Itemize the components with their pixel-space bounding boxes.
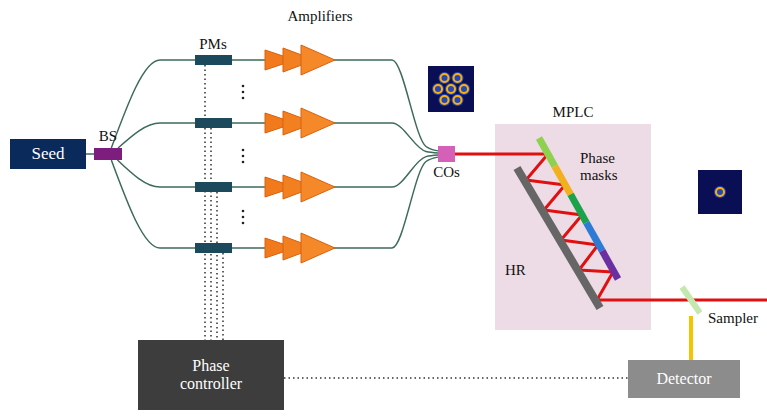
mplc-box: MPLC (495, 124, 651, 330)
dot (242, 91, 245, 94)
beam-spot (439, 72, 451, 84)
node-label: Seed (31, 144, 64, 164)
control-line (210, 128, 211, 340)
phase-mask (555, 166, 571, 194)
dot (242, 149, 245, 152)
node-label: Detector (656, 370, 711, 388)
beam-spot (452, 72, 464, 84)
beam-spot (432, 83, 444, 95)
amplifier-chain (265, 45, 335, 75)
connector (111, 60, 438, 151)
part-label: Phase masks (580, 150, 632, 185)
phase-modulator (195, 243, 232, 253)
phase-mask (571, 194, 587, 222)
beam-spot (439, 94, 451, 106)
node-label: Sampler (708, 310, 758, 327)
beam-spot (458, 83, 470, 95)
phase-mask (539, 138, 555, 166)
dot (242, 161, 245, 164)
dot (242, 210, 245, 213)
connector (86, 153, 94, 155)
group-label: Amplifiers (288, 8, 353, 25)
amplifier-chain (265, 233, 335, 263)
controller-box: Phase controller (138, 340, 284, 410)
mode-image (428, 66, 474, 112)
node-label: BS (99, 128, 117, 145)
phase-mask (602, 251, 618, 279)
output-beam (650, 299, 767, 302)
connector (284, 377, 628, 378)
connector (111, 157, 438, 248)
node-label: MPLC (553, 104, 594, 121)
dot (242, 222, 245, 225)
sampler-plate (682, 287, 700, 313)
amplifier-chain (265, 108, 335, 138)
phase-modulator (195, 182, 232, 192)
dot (242, 85, 245, 88)
beam-spot (714, 186, 726, 198)
part-label: HR (505, 262, 526, 279)
hr-mirror (517, 168, 600, 308)
collimator-optics: COs (438, 146, 455, 162)
node-label: COs (433, 164, 460, 181)
group-label: PMs (199, 36, 227, 53)
phase-modulator (195, 118, 232, 128)
sampler-illustration (680, 284, 702, 316)
mplc-illustration (495, 124, 651, 330)
sampler: Sampler (680, 284, 702, 316)
amplifier-chain (265, 172, 335, 202)
beam-spot (452, 94, 464, 106)
control-line (222, 253, 223, 340)
beam-splitter: BS (94, 148, 122, 160)
control-line (216, 192, 217, 340)
dot (242, 155, 245, 158)
mode-image (698, 170, 742, 214)
phase-modulator (195, 55, 232, 65)
connector (455, 153, 495, 156)
phase-mask (586, 223, 602, 251)
dot (242, 216, 245, 219)
ellipsis-dots (242, 85, 245, 225)
detector-box: Detector (628, 360, 740, 398)
dot (242, 97, 245, 100)
control-lines (205, 65, 223, 340)
seed-box: Seed (10, 139, 86, 169)
connector (689, 316, 693, 360)
beam-spot (445, 83, 457, 95)
phase-modulators (195, 55, 232, 253)
control-line (204, 65, 205, 340)
node-label: Phase controller (168, 357, 254, 394)
